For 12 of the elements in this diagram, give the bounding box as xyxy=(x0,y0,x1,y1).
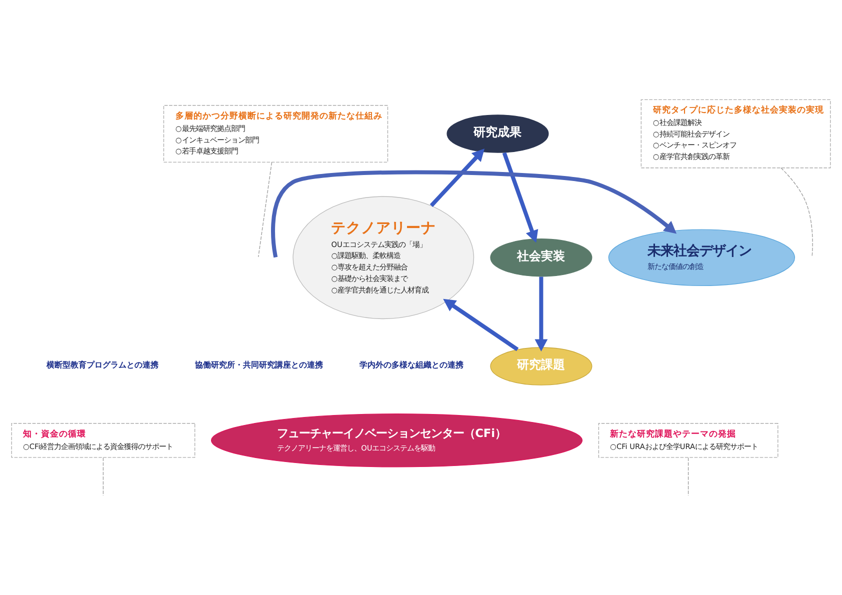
node-ellipse: 研究成果 xyxy=(446,114,549,152)
connector xyxy=(102,456,104,496)
arrow xyxy=(271,170,677,258)
connector xyxy=(780,167,813,257)
arrow xyxy=(502,152,538,242)
node-ellipse: 研究課題 xyxy=(490,346,592,385)
connector xyxy=(258,161,272,257)
connector xyxy=(688,456,689,496)
arrow xyxy=(443,298,519,351)
node-ellipse: 社会実装 xyxy=(490,238,592,276)
arrow xyxy=(430,148,485,206)
arrow xyxy=(534,276,548,352)
